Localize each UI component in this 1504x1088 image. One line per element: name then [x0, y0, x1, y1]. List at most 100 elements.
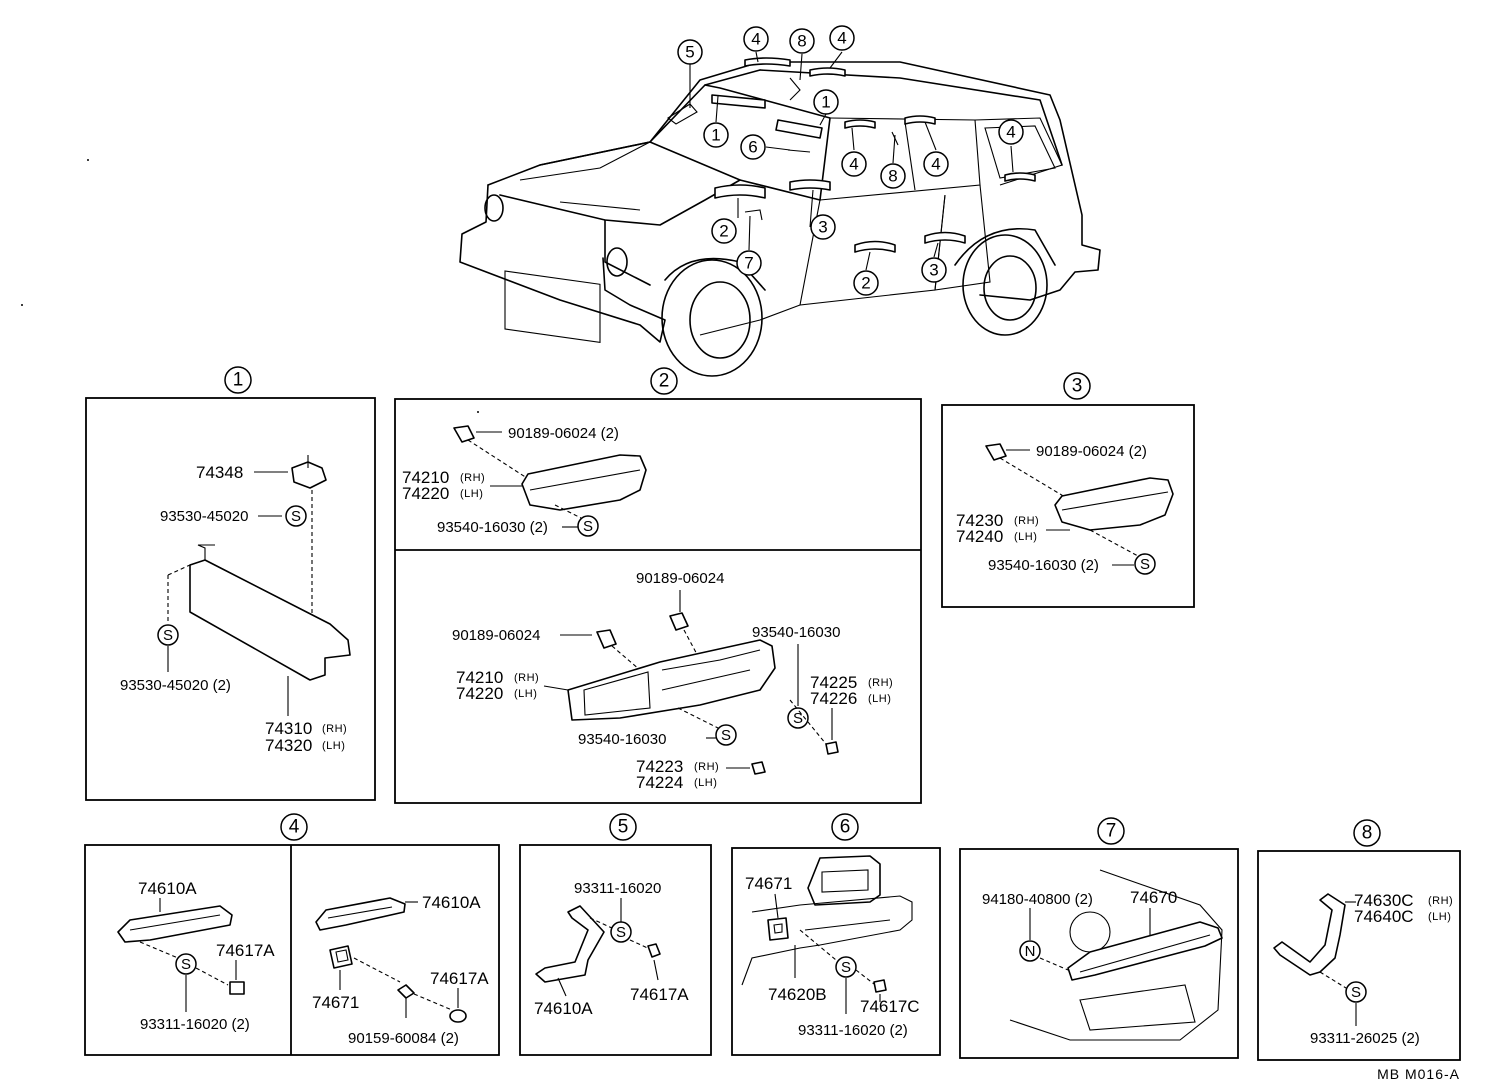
svg-text:S: S	[1351, 984, 1361, 1001]
screw-symbol	[175, 953, 197, 975]
screw-symbol	[787, 707, 809, 729]
svg-text:(LH): (LH)	[1014, 531, 1037, 543]
part-93540-16030-2: 93540-16030 (2)	[437, 519, 548, 536]
part-74320: 74320	[265, 736, 312, 755]
svg-text:8: 8	[1362, 823, 1373, 844]
svg-text:3: 3	[818, 218, 827, 237]
car-callout-3a: 3	[810, 214, 836, 240]
svg-text:3: 3	[1072, 376, 1083, 397]
svg-text:5: 5	[618, 817, 629, 838]
car-callout-8a: 8	[789, 28, 815, 54]
svg-text:S: S	[793, 710, 803, 727]
nut-symbol	[1019, 940, 1041, 962]
section-5-header: 5	[609, 813, 637, 841]
svg-text:(RH): (RH)	[1014, 515, 1039, 527]
car-callout-2b: 2	[853, 270, 879, 296]
svg-text:(LH): (LH)	[1428, 911, 1451, 923]
part-74223: 74223	[636, 757, 683, 776]
part-74617A-s5: 74617A	[630, 985, 689, 1004]
svg-text:(RH): (RH)	[868, 677, 893, 689]
screw-symbol	[285, 505, 307, 527]
svg-text:1: 1	[711, 126, 720, 145]
part-94180-40800: 94180-40800 (2)	[982, 891, 1093, 908]
screw-symbol	[577, 515, 599, 537]
part-90159-60084: 90159-60084 (2)	[348, 1030, 459, 1047]
reference-code: MB M016-A	[1377, 1066, 1460, 1082]
section-6-header: 6	[831, 813, 859, 841]
svg-text:(RH): (RH)	[322, 723, 347, 735]
svg-text:S: S	[616, 924, 626, 941]
svg-text:S: S	[841, 959, 851, 976]
part-93530-45020: 93530-45020	[160, 508, 248, 525]
part-74225: 74225	[810, 673, 857, 692]
svg-text:2: 2	[719, 222, 728, 241]
car-callout-4b: 4	[829, 25, 855, 51]
svg-text:(RH): (RH)	[1428, 895, 1453, 907]
screw-symbol	[610, 921, 632, 943]
section-2-header: 2	[650, 367, 678, 395]
svg-text:(LH): (LH)	[868, 693, 891, 705]
svg-text:(RH): (RH)	[460, 472, 485, 484]
part-74348: 74348	[196, 463, 243, 482]
car-callout-3b: 3	[921, 257, 947, 283]
svg-text:7: 7	[744, 254, 753, 273]
svg-text:S: S	[721, 727, 731, 744]
part-74210-b: 74210	[456, 668, 503, 687]
section-1-sun-visor: 1 74348 93530-45020 S S 93530-45020 (2) …	[85, 366, 376, 801]
part-93530-45020-2: 93530-45020 (2)	[120, 677, 231, 694]
section-4-header: 4	[280, 813, 308, 841]
part-74230: 74230	[956, 511, 1003, 530]
part-93311-26025: 93311-26025 (2)	[1310, 1030, 1420, 1047]
svg-text:S: S	[583, 518, 593, 535]
screw-symbol	[835, 956, 857, 978]
car-callout-4d: 4	[923, 151, 949, 177]
svg-text:4: 4	[849, 155, 858, 174]
svg-text:6: 6	[748, 138, 757, 157]
svg-text:4: 4	[931, 155, 940, 174]
part-74630C: 74630C	[1354, 891, 1414, 910]
car-callout-4e: 4	[998, 119, 1024, 145]
part-74610A-b: 74610A	[422, 893, 481, 912]
car-callout-1b: 1	[703, 122, 729, 148]
part-93540-16030-s3: 93540-16030 (2)	[988, 557, 1099, 574]
svg-text:S: S	[291, 508, 301, 525]
part-93540-16030-b3: 93540-16030	[752, 624, 840, 641]
section-2-front-grips: 2 90189-06024 (2) 74210 (RH) 74220 (LH) …	[394, 367, 922, 804]
part-74610A-a: 74610A	[138, 879, 197, 898]
svg-text:4: 4	[289, 817, 300, 838]
svg-text:(LH): (LH)	[514, 688, 537, 700]
svg-text:2: 2	[861, 274, 870, 293]
svg-text:4: 4	[751, 30, 760, 49]
part-90189-06024-s3: 90189-06024 (2)	[1036, 443, 1147, 460]
svg-text:4: 4	[837, 29, 846, 48]
svg-text:1: 1	[821, 93, 830, 112]
part-74620B: 74620B	[768, 985, 827, 1004]
svg-text:N: N	[1025, 943, 1036, 960]
car-callout-5: 5	[677, 39, 703, 65]
svg-text:3: 3	[929, 261, 938, 280]
part-74670: 74670	[1130, 888, 1177, 907]
svg-text:(RH): (RH)	[694, 761, 719, 773]
car-callout-1a: 1	[813, 89, 839, 115]
svg-text:5: 5	[685, 43, 694, 62]
part-90189-06024-b2: 90189-06024	[452, 627, 540, 644]
svg-text:1: 1	[233, 370, 244, 391]
car-callout-4c: 4	[841, 151, 867, 177]
svg-text:S: S	[181, 956, 191, 973]
section-6: 6 74671 S 74620B 74617C 93311-16020 (2)	[731, 813, 941, 1056]
section-8-header: 8	[1353, 819, 1381, 847]
part-74210: 74210	[402, 468, 449, 487]
car-callout-6: 6	[740, 134, 766, 160]
svg-text:(LH): (LH)	[460, 488, 483, 500]
svg-text:8: 8	[797, 32, 806, 51]
part-74310: 74310	[265, 719, 312, 738]
screw-symbol	[715, 724, 737, 746]
part-74617C: 74617C	[860, 997, 920, 1016]
screw-symbol	[157, 624, 179, 646]
part-74226: 74226	[810, 689, 857, 708]
part-74610A-s5: 74610A	[534, 999, 593, 1018]
svg-text:(RH): (RH)	[514, 672, 539, 684]
part-93311-16020-s6: 93311-16020 (2)	[798, 1022, 908, 1039]
car-callout-4a: 4	[743, 26, 769, 52]
